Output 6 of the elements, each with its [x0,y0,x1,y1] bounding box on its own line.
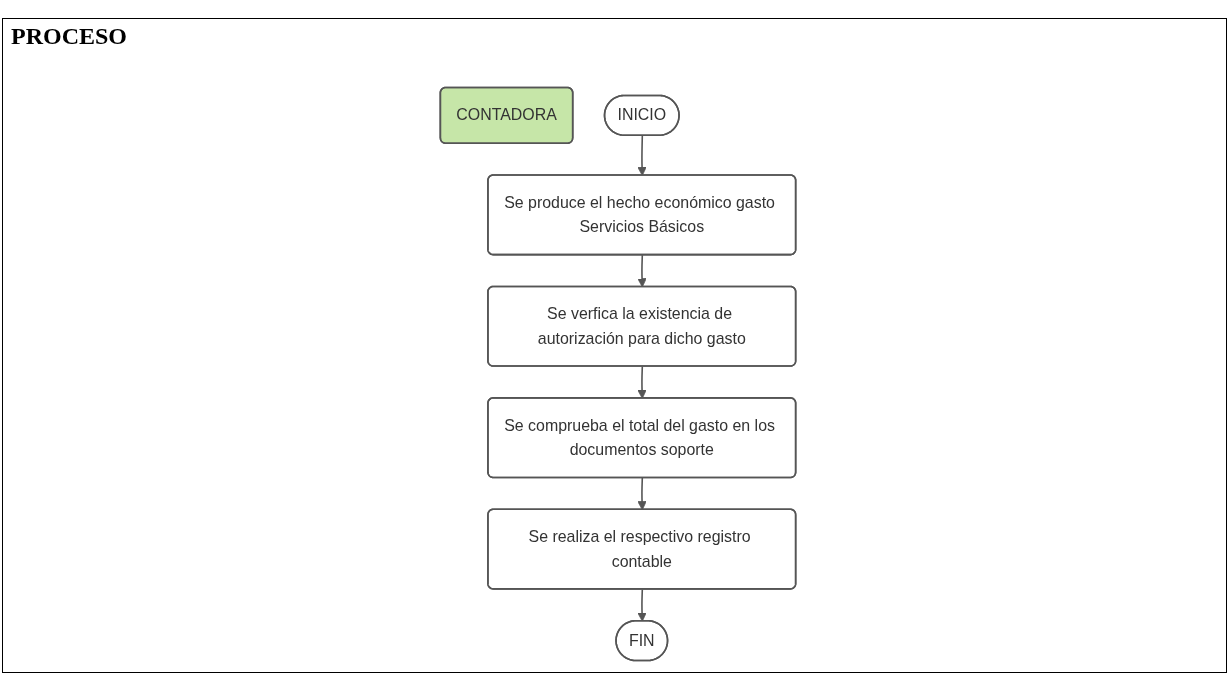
arrow [637,254,647,288]
arrow [637,477,647,511]
arrow [637,588,647,622]
arrow [637,365,647,399]
title: PROCESO [11,23,127,50]
arrow [637,134,647,176]
